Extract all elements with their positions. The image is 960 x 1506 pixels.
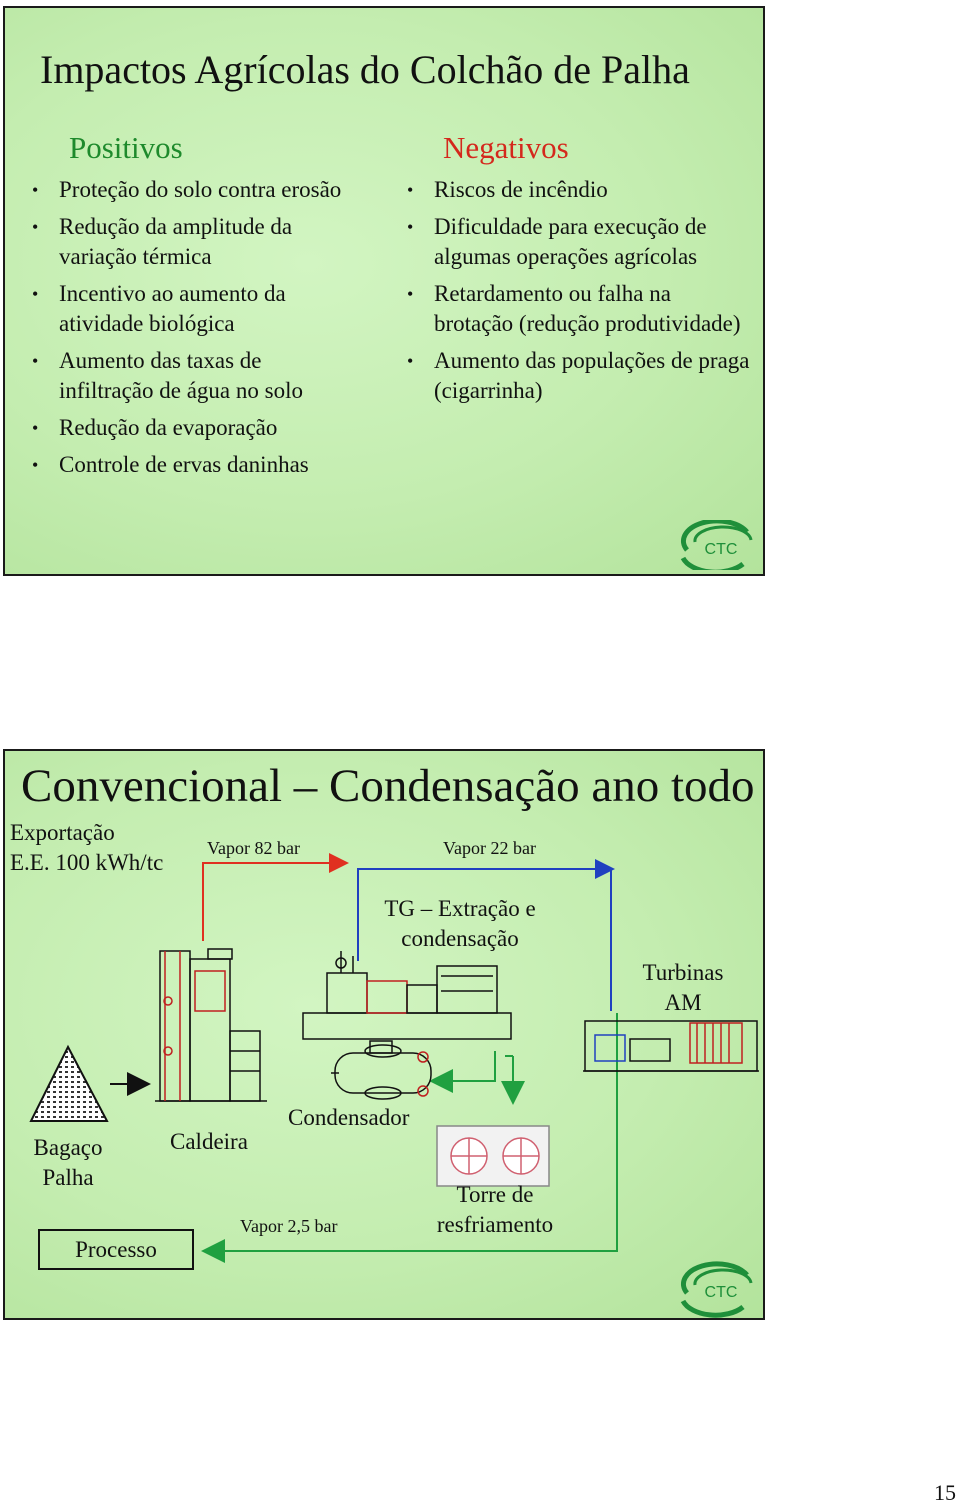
condenser-label: Condensador — [288, 1105, 410, 1130]
list-item: Redução da amplitude da variação térmica — [30, 212, 360, 272]
list-item: Controle de ervas daninhas — [30, 450, 360, 480]
steam-82-label: Vapor 82 bar — [207, 838, 300, 858]
list-item: Incentivo ao aumento da atividade biológ… — [30, 279, 360, 339]
list-item: Proteção do solo contra erosão — [30, 175, 360, 205]
list-item: Retardamento ou falha na brotação (reduç… — [405, 279, 755, 339]
cooling-tower-drawing — [436, 1125, 550, 1187]
fuel-pile — [29, 1044, 109, 1122]
logo-text: CTC — [705, 541, 738, 558]
cycle-diagram: CTC — [29, 853, 759, 1318]
boiler-label: Caldeira — [170, 1129, 248, 1154]
export-label-1: Exportação — [10, 820, 115, 845]
list-item: Redução da evaporação — [30, 413, 360, 443]
list-item: Riscos de incêndio — [405, 175, 755, 205]
tower-label-1: Torre de — [456, 1182, 534, 1207]
slide-title: Convencional – Condensação ano todo — [21, 760, 755, 812]
steam-22-label: Vapor 22 bar — [443, 838, 536, 858]
logo-text: CTC — [705, 1284, 738, 1301]
negative-heading: Negativos — [443, 130, 569, 165]
positive-heading: Positivos — [69, 130, 183, 165]
slide-title: Impactos Agrícolas do Colchão de Palha — [40, 47, 690, 92]
slide-conventional-condensation: Convencional – Condensação ano todo — [3, 749, 765, 1320]
list-item: Aumento das populações de praga (cigarri… — [405, 346, 755, 406]
page-number: 15 — [934, 1480, 956, 1505]
steam-25-label: Vapor 2,5 bar — [240, 1216, 338, 1236]
turbines-label-1: Turbinas — [642, 960, 724, 985]
ctc-logo: CTC — [680, 1261, 753, 1318]
fuel-label-1: Bagaço — [33, 1135, 103, 1160]
boiler-drawing — [155, 948, 267, 1102]
negative-list: Riscos de incêndio Dificuldade para exec… — [405, 175, 755, 413]
steam-82-line — [202, 853, 349, 941]
am-turbines-drawing — [583, 1020, 759, 1072]
slide-agricultural-impacts: Impactos Agrícolas do Colchão de Palha P… — [3, 6, 765, 576]
list-item: Aumento das taxas de infiltração de água… — [30, 346, 360, 406]
list-item: Dificuldade para execução de algumas ope… — [405, 212, 755, 272]
steam-22-line — [357, 859, 615, 961]
fuel-label-2: Palha — [42, 1165, 94, 1190]
process-box: Processo — [38, 1229, 194, 1270]
turbines-label-2: AM — [664, 990, 702, 1015]
turbogenerator-drawing — [302, 951, 512, 1054]
positive-list: Proteção do solo contra erosão Redução d… — [30, 175, 360, 487]
condensate-line — [429, 1051, 496, 1093]
export-label-2: E.E. 100 kWh/tc — [10, 850, 164, 875]
ctc-logo: CTC — [680, 520, 753, 570]
condenser-drawing — [331, 1044, 432, 1100]
tower-label-2: resfriamento — [436, 1212, 554, 1237]
tg-label-2: condensação — [401, 926, 519, 951]
return-line — [201, 1013, 618, 1263]
tg-label-1: TG – Extração e — [384, 896, 536, 921]
